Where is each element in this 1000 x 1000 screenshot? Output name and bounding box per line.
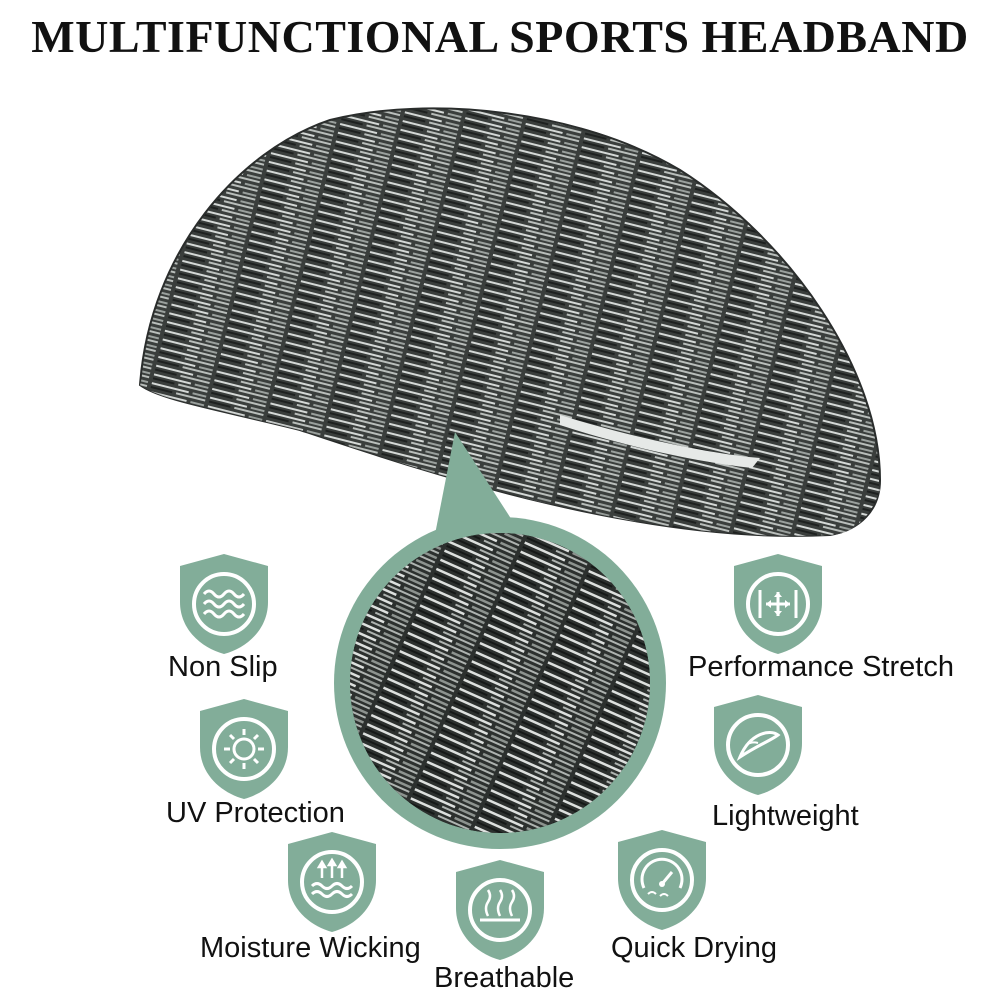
- page-title: MULTIFUNCTIONAL SPORTS HEADBAND: [31, 11, 969, 62]
- feature-label: Non Slip: [168, 651, 278, 683]
- fabric-zoom-callout: [334, 432, 666, 849]
- feather-icon: [714, 695, 802, 795]
- waves-grip-icon: [180, 554, 268, 654]
- feature-label: UV Protection: [166, 797, 345, 829]
- expand-arrows-icon: [734, 554, 822, 654]
- feature-label: Moisture Wicking: [200, 932, 421, 964]
- water-up-arrows-icon: [288, 832, 376, 932]
- feature-label: Performance Stretch: [688, 651, 954, 683]
- feature-label: Quick Drying: [611, 932, 777, 964]
- air-flow-icon: [456, 860, 544, 960]
- headband-image: [138, 107, 882, 537]
- sun-icon: [200, 699, 288, 799]
- feature-label: Breathable: [434, 962, 575, 994]
- feature-label: Lightweight: [712, 800, 859, 832]
- speed-gauge-icon: [618, 830, 706, 930]
